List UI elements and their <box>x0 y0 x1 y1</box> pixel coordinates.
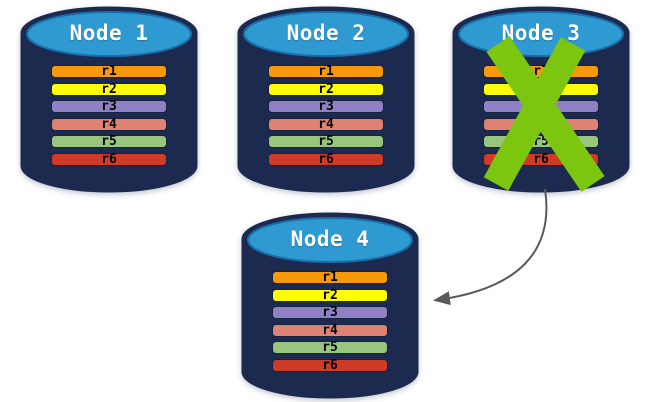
replica-row-r2: r2 <box>51 82 167 96</box>
replica-row-r4: r4 <box>268 117 384 131</box>
replica-rows: r1 r2 r3 r4 r5 r6 <box>51 65 167 166</box>
replica-row-r5: r5 <box>51 135 167 149</box>
replica-row-r6: r6 <box>268 152 384 166</box>
node-title: Node 2 <box>286 21 366 45</box>
replica-row-r1: r1 <box>272 271 388 284</box>
replica-row-r3: r3 <box>268 100 384 114</box>
node-1: Node 1 r1 r2 r3 r4 r5 r6 <box>20 6 198 193</box>
node-title: Node 1 <box>69 21 149 45</box>
replica-row-r1: r1 <box>268 65 384 78</box>
replica-row-r3: r3 <box>272 306 388 320</box>
node-4: Node 4 r1 r2 r3 r4 r5 r6 <box>241 212 419 399</box>
node-3: Node 3 r1 r2 r3 r4 r5 r6 <box>452 6 630 193</box>
node-title: Node 4 <box>290 227 370 251</box>
replica-rows: r1 r2 r3 r4 r5 r6 <box>272 271 388 372</box>
replica-row-r4: r4 <box>272 323 388 337</box>
replica-row-r6: r6 <box>51 152 167 166</box>
replica-row-r5: r5 <box>268 135 384 149</box>
replica-row-r2: r2 <box>268 82 384 96</box>
replica-row-r3: r3 <box>51 100 167 114</box>
replica-row-r2: r2 <box>272 288 388 302</box>
node-2: Node 2 r1 r2 r3 r4 r5 r6 <box>237 6 415 193</box>
replica-row-r6: r6 <box>272 358 388 372</box>
replica-rows: r1 r2 r3 r4 r5 r6 <box>268 65 384 166</box>
replica-row-r1: r1 <box>51 65 167 78</box>
replica-row-r4: r4 <box>51 117 167 131</box>
failure-x-icon <box>483 36 605 192</box>
replica-row-r5: r5 <box>272 341 388 355</box>
